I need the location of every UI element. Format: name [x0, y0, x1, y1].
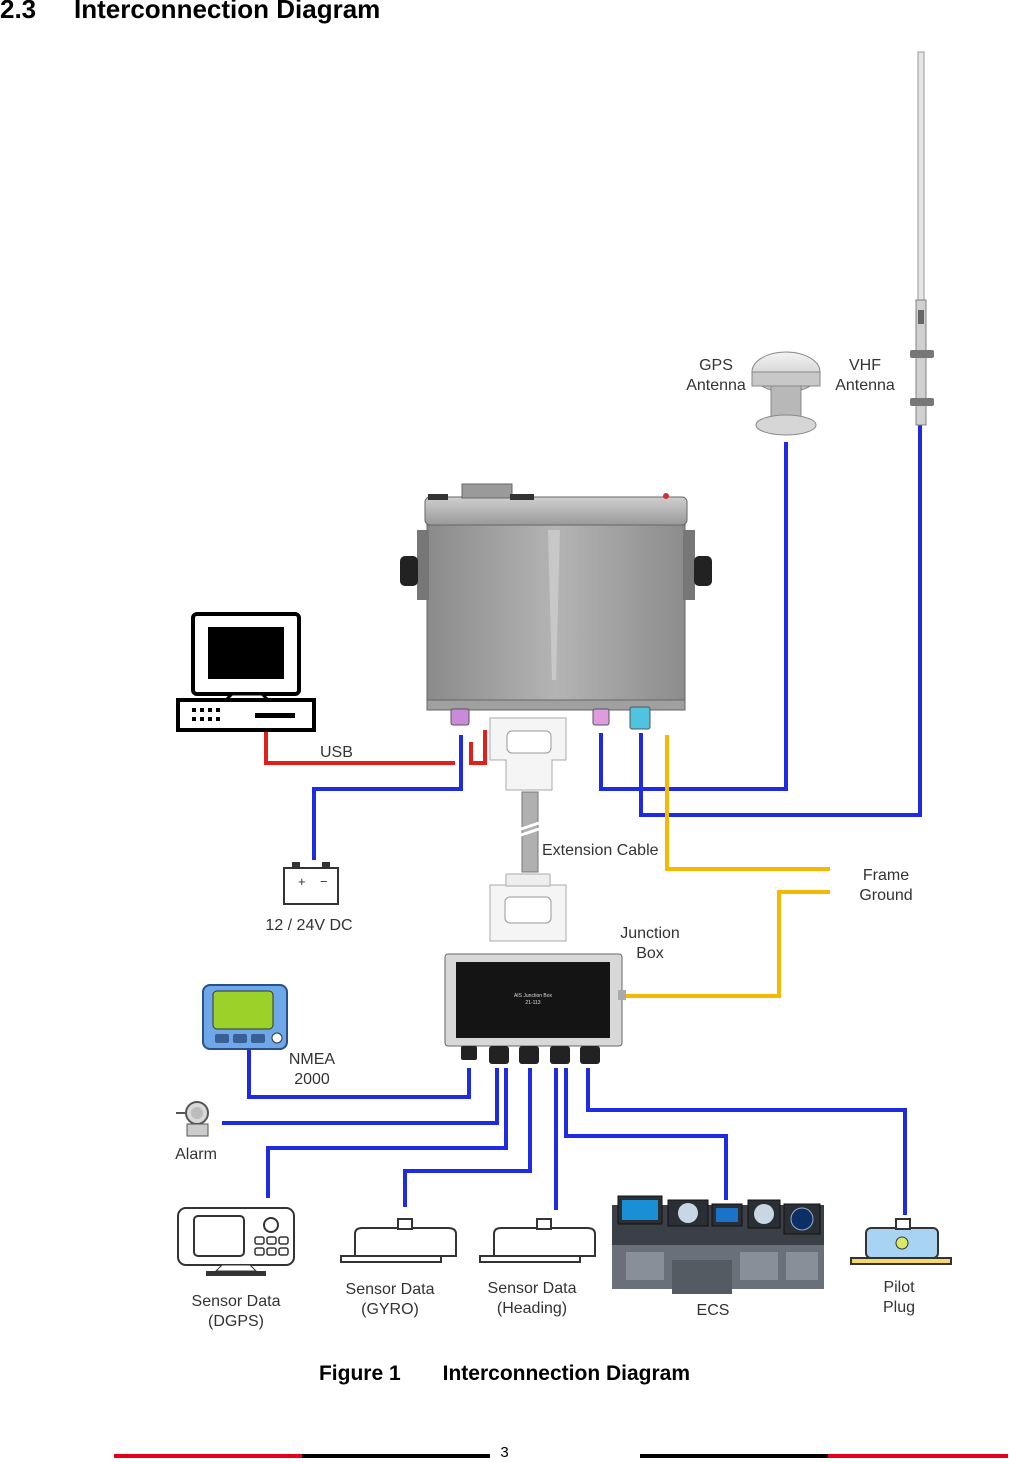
vhf-antenna-label-2: Antenna: [835, 377, 895, 394]
frame-ground-label-1: Frame: [863, 867, 909, 884]
power-cable: [312, 735, 463, 860]
ecs-label: ECS: [697, 1302, 730, 1319]
nmea-label-2: 2000: [294, 1071, 330, 1088]
junction-box: AIS Junction Box 21-113: [444, 953, 626, 1064]
frame-ground-cable-lower: [624, 890, 830, 998]
battery-minus: −: [320, 874, 328, 889]
gps-antenna-cable: [599, 442, 788, 791]
battery-plus: +: [298, 874, 306, 889]
computer-icon: [176, 612, 316, 732]
junction-box-model: 21-113: [525, 1000, 540, 1006]
vhf-antenna-label-1: VHF: [849, 357, 881, 374]
figure-title: Interconnection Diagram: [442, 1362, 691, 1385]
labels: GPS Antenna VHF Antenna USB Extension Ca…: [175, 357, 915, 1330]
footer-bar-black-right: [640, 1454, 828, 1458]
alarm-icon: [176, 1101, 209, 1137]
ecs-cable: [564, 1068, 728, 1200]
usb-cable: [264, 730, 455, 765]
transponder-unit: [400, 483, 712, 730]
alarm-cable: [222, 1068, 499, 1125]
frame-ground-label-2: Ground: [859, 887, 912, 904]
footer-bar-red-right: [828, 1454, 1008, 1458]
gyro-cable: [403, 1068, 532, 1207]
frame-ground-cable-upper: [665, 735, 830, 871]
page-number: 3: [500, 1444, 509, 1461]
dgps-cable: [266, 1068, 508, 1198]
footer-bar-red-left: [114, 1454, 302, 1458]
gps-antenna-label-1: GPS: [699, 357, 733, 374]
figure-caption: Figure 1 Interconnection Diagram: [0, 1362, 1009, 1386]
page-footer: [0, 1444, 1009, 1462]
pilot-plug: [850, 1218, 952, 1265]
gyro-label-1: Sensor Data: [346, 1281, 435, 1298]
gyro-label-2: (GYRO): [361, 1301, 419, 1318]
alarm-label: Alarm: [175, 1146, 217, 1163]
battery-icon: + −: [283, 862, 339, 905]
gyro-sensor: [340, 1218, 457, 1263]
pilot-plug-label-1: Pilot: [883, 1279, 915, 1296]
gps-antenna-label-2: Antenna: [686, 377, 746, 394]
section-number: 2.3: [0, 0, 37, 24]
nmea-label-1: NMEA: [289, 1051, 336, 1068]
heading-label-2: (Heading): [497, 1300, 567, 1317]
extension-cable-label: Extension Cable: [542, 842, 659, 859]
pilot-plug-label-2: Plug: [883, 1299, 915, 1316]
gps-antenna: [751, 351, 821, 436]
vhf-antenna-cable: [639, 425, 922, 817]
dgps-label-1: Sensor Data: [192, 1293, 281, 1310]
pilot-plug-cable: [586, 1068, 907, 1215]
junction-box-label-2: Box: [636, 945, 664, 962]
power-label: 12 / 24V DC: [265, 917, 352, 934]
usb-cable-connector: [469, 730, 487, 765]
figure-number: Figure 1: [318, 1362, 401, 1385]
dgps-unit: [177, 1207, 295, 1276]
footer-bar-black-left: [302, 1454, 490, 1458]
cables: [222, 425, 922, 1215]
extension-cable-assembly: [489, 717, 567, 942]
usb-label: USB: [320, 744, 353, 761]
section-heading: 2.3 Interconnection Diagram: [0, 0, 380, 25]
dgps-label-2: (DGPS): [208, 1313, 264, 1330]
junction-box-title: AIS Junction Box: [514, 993, 553, 999]
nmea2000-cable: [247, 1045, 471, 1099]
section-title: Interconnection Diagram: [74, 0, 381, 24]
heading-label-1: Sensor Data: [488, 1280, 577, 1297]
junction-box-label-1: Junction: [620, 925, 680, 942]
nmea2000-display: [202, 984, 288, 1050]
heading-sensor: [479, 1218, 596, 1263]
ecs-console: [612, 1195, 824, 1294]
vhf-antenna: [910, 51, 934, 426]
